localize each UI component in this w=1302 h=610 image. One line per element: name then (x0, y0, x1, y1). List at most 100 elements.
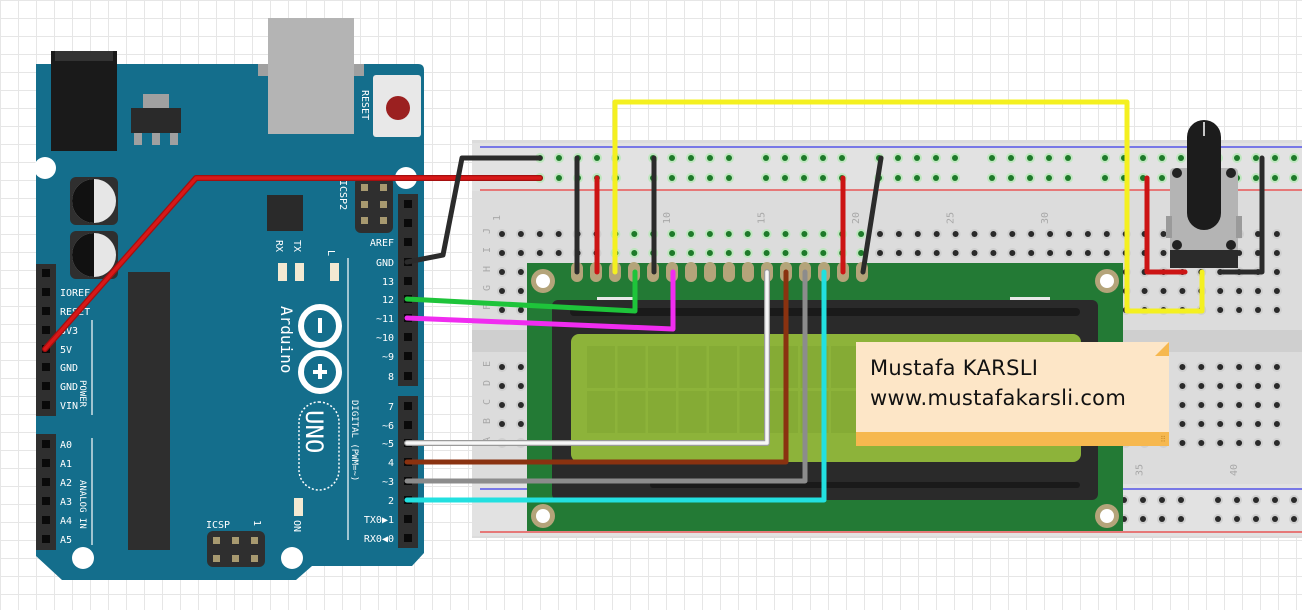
pin-label: ~9 (382, 352, 394, 363)
header-pin[interactable] (42, 478, 50, 486)
breadboard-hole-center (1255, 421, 1261, 427)
breadboard-hole-center (1217, 383, 1224, 389)
breadboard-hole-center (877, 250, 883, 256)
header-pin[interactable] (404, 352, 412, 360)
digital-header-high (398, 194, 418, 386)
wire-green-rs[interactable] (404, 269, 638, 314)
header-pin[interactable] (404, 200, 412, 208)
breadboard-hole-center (1236, 440, 1243, 446)
breadboard-hole-center (933, 175, 939, 181)
potentiometer[interactable] (1166, 120, 1242, 268)
breadboard-hole-center (725, 250, 732, 256)
breadboard-hole-center (1159, 497, 1165, 503)
breadboard-hole-center (1028, 250, 1035, 256)
breadboard-hole-center (1159, 175, 1165, 181)
wire-black-jumper[interactable] (860, 155, 884, 275)
breadboard-hole-center (1236, 383, 1243, 389)
pin-label: 2 (388, 496, 394, 507)
header-pin[interactable] (42, 497, 50, 505)
author-note[interactable]: Mustafa KARSLI www.mustafakarsli.com ⠿ (856, 342, 1169, 446)
lcd-char-cell (617, 391, 646, 433)
wire-magenta-e[interactable] (404, 269, 676, 332)
breadboard-hole-center (517, 231, 524, 237)
header-pin[interactable] (42, 288, 50, 296)
wire-gray-d6[interactable] (404, 269, 808, 484)
pin-label: GND (376, 258, 394, 269)
breadboard-hole-center (499, 364, 505, 370)
header-pin[interactable] (42, 307, 50, 315)
breadboard-hole-center (858, 250, 865, 256)
breadboard-hole-center (669, 250, 676, 256)
header-pin[interactable] (404, 372, 412, 380)
rx-label: RX (273, 240, 284, 252)
breadboard-hole-center (1141, 288, 1148, 294)
wire-yellow-contrast[interactable] (612, 99, 1205, 314)
header-pin[interactable] (42, 382, 50, 390)
analog-header (36, 434, 56, 550)
breadboard-hole-center (820, 250, 827, 256)
breadboard-hole-center (1028, 231, 1035, 237)
breadboard-hole-center (669, 231, 676, 237)
lcd-header-pin[interactable] (704, 262, 716, 282)
on-label: ON (291, 520, 302, 532)
lcd-char-cell (739, 346, 768, 388)
header-pin[interactable] (42, 516, 50, 524)
pin-label: AREF (370, 238, 394, 249)
header-pin[interactable] (404, 402, 412, 410)
breadboard-hole-center (1159, 516, 1165, 522)
header-pin[interactable] (42, 401, 50, 409)
header-pin[interactable] (404, 534, 412, 542)
l-label: L (325, 250, 336, 256)
breadboard-hole-center (1217, 307, 1224, 313)
lcd-header-pin[interactable] (742, 262, 754, 282)
breadboard-hole-center (669, 175, 675, 181)
header-pin[interactable] (404, 219, 412, 227)
wire-brown-d5[interactable] (404, 269, 789, 465)
breadboard-hole-center (914, 231, 921, 237)
breadboard-hole-center (631, 250, 638, 256)
lcd-char-cell (709, 346, 737, 388)
breadboard-hole-center (1008, 155, 1014, 161)
pin-label: 7 (388, 402, 394, 413)
breadboard-hole-center (763, 175, 769, 181)
breadboard-hole-center (499, 231, 505, 237)
header-pin[interactable] (404, 333, 412, 341)
header-pin[interactable] (42, 535, 50, 543)
column-number-label: 35 (1135, 464, 1146, 476)
note-fold-corner (1155, 342, 1169, 356)
wire-red-pot[interactable] (1144, 175, 1188, 275)
breadboard-hole-center (1215, 516, 1221, 522)
breadboard-hole-center (763, 250, 770, 256)
breadboard-hole-center (952, 231, 959, 237)
header-pin[interactable] (404, 277, 412, 285)
breadboard-hole-center (517, 288, 524, 294)
wire-black-pot[interactable] (1220, 155, 1265, 275)
header-pin[interactable] (42, 459, 50, 467)
breadboard-hole-center (1291, 516, 1297, 522)
breadboard-hole-center (1234, 516, 1240, 522)
header-pin[interactable] (42, 363, 50, 371)
breadboard-hole-center (952, 175, 958, 181)
header-pin[interactable] (42, 326, 50, 334)
mounting-hole (34, 157, 56, 179)
breadboard-hole-center (990, 250, 997, 256)
wire-black-gnd[interactable] (404, 155, 543, 265)
header-pin[interactable] (404, 238, 412, 246)
column-number-label: 10 (662, 212, 673, 224)
breadboard-hole-center (782, 250, 789, 256)
header-pin[interactable] (404, 421, 412, 429)
lcd-header-pin[interactable] (685, 262, 697, 282)
breadboard-hole-center (895, 175, 901, 181)
header-pin[interactable] (42, 269, 50, 277)
lcd-header-pin[interactable] (723, 262, 735, 282)
pin-label: A1 (60, 459, 72, 470)
breadboard-hole-center (1234, 155, 1240, 161)
wire-cyan-d7[interactable] (404, 269, 827, 503)
tx-label: TX (291, 240, 302, 252)
icsp-label: ICSP (206, 520, 230, 531)
header-pin[interactable] (404, 515, 412, 523)
note-resize-grip-icon[interactable]: ⠿ (1160, 435, 1166, 444)
header-pin[interactable] (42, 440, 50, 448)
analog-section-label: ANALOG IN (77, 480, 87, 529)
breadboard-hole-center (895, 231, 902, 237)
